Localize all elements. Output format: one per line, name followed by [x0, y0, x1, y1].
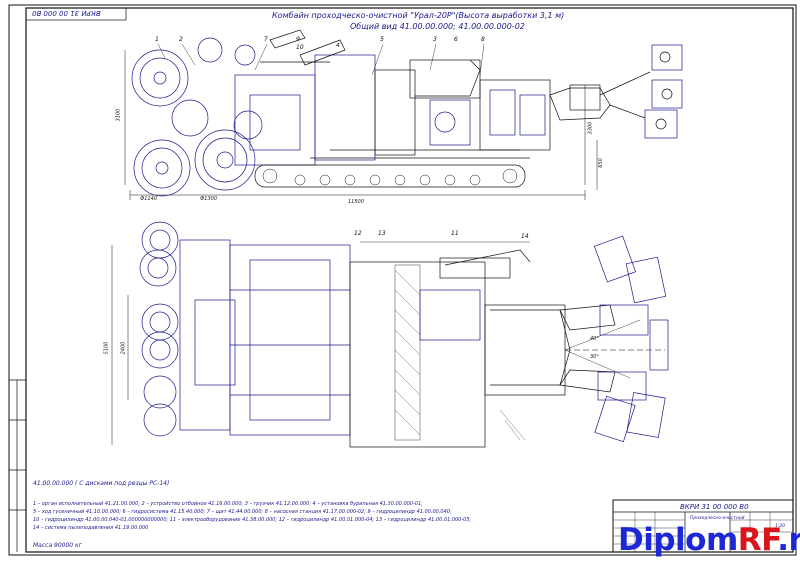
dimension-diameter-2: Ф1300	[200, 196, 218, 202]
part-number-14: 14	[521, 233, 529, 240]
corner-stamp: ВКРИ 31 00 000 В0	[32, 9, 101, 17]
part-number-6: 6	[454, 36, 458, 43]
watermark-part-2: RF	[737, 522, 778, 558]
part-number-7: 7	[264, 36, 268, 43]
part-number-4: 4	[336, 42, 340, 49]
watermark-part-3: .ru	[777, 522, 800, 558]
top-view	[111, 221, 669, 448]
dimension-angle-2: 30°	[590, 354, 599, 360]
part-number-11: 11	[451, 230, 459, 237]
title-block-scale: 1:20	[775, 524, 786, 529]
legend-line-3: 10 – гидроцилиндр 41.00.00.040-01.000000…	[33, 517, 472, 523]
part-number-1: 1	[155, 36, 159, 43]
legend-line-4: 14 – система пылеподавления 41.19.00.000	[33, 525, 149, 531]
part-number-12: 12	[354, 230, 362, 237]
dimension-angle-1: 40°	[590, 336, 599, 342]
part-number-13: 13	[378, 230, 386, 237]
dimension-length: 11500	[348, 199, 364, 205]
dimension-ground-clearance: 650	[597, 158, 604, 168]
dimension-width-2: 2400	[120, 341, 127, 355]
legend-line-2: 5 – ход гусеничный 41.10.00.000; 6 – гид…	[33, 509, 452, 515]
title-block-lines	[612, 499, 794, 553]
part-number-10: 10	[296, 44, 304, 51]
part-number-8: 8	[481, 36, 485, 43]
variant-label: 41.00.00.000 ( С дисками под резцы РС-14…	[33, 480, 170, 487]
part-number-9: 9	[296, 36, 300, 43]
part-number-5: 5	[380, 36, 384, 43]
part-number-3: 3	[433, 36, 437, 43]
machine-mass: Масса 90000 кг	[33, 542, 82, 549]
title-block-code: ВКРИ 31 00 000 В0	[680, 503, 749, 511]
legend-line-1: 1 – орган исполнительный 41.21.00.000; 2…	[33, 501, 423, 507]
side-view	[124, 29, 683, 200]
drawing-title: Комбайн проходческо-очистной "Урал-20Р"(…	[272, 11, 565, 20]
watermark-logo: DiplomRF.ru	[618, 522, 800, 558]
dimension-height-right: 3300	[587, 121, 594, 135]
part-number-2: 2	[179, 36, 183, 43]
watermark-part-1: Diplom	[618, 522, 738, 558]
title-block-name: Проходческо-очистной	[690, 516, 745, 521]
drawing-subtitle: Общий вид 41.00.00.000; 41.00.00.000-02	[350, 22, 525, 31]
dimension-height-left: 3100	[115, 108, 122, 122]
dimension-diameter-1: Ф1140	[140, 196, 158, 202]
dimension-width: 5100	[103, 341, 110, 355]
